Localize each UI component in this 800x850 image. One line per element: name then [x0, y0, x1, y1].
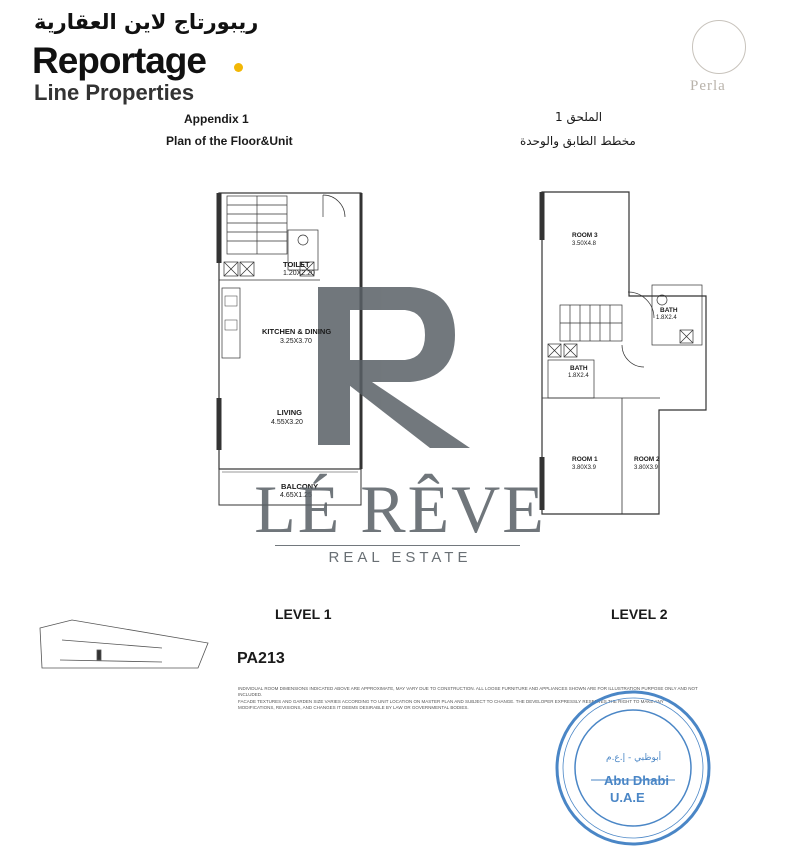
room-dims-bath-upper: 1.8X2.4: [656, 315, 677, 321]
room-dims-room2: 3.80X3.9: [634, 465, 659, 471]
watermark-r-monogram-icon: [318, 287, 470, 448]
toilet-fixture-icon: [656, 294, 668, 306]
logo-dot-icon: [234, 63, 243, 72]
appendix-title-ar: الملحق 1: [555, 110, 603, 124]
room-label-balcony: BALCONY: [281, 482, 319, 491]
stamp-arabic-city: أبوظبي - إ.ع.م: [606, 753, 662, 763]
appendix-title-en: Appendix 1: [184, 112, 249, 126]
room-label-bath-lower: BATH: [570, 365, 588, 372]
kitchen-counter: [221, 287, 241, 359]
level2-stairs: [559, 304, 623, 342]
room-dims-bath-lower: 1.8X2.4: [568, 373, 589, 379]
room-dims-balcony: 4.65X1.25: [280, 492, 312, 499]
room-label-room2: ROOM 2: [634, 456, 660, 463]
toilet-room: [287, 229, 319, 271]
watermark-subtitle: REAL ESTATE: [328, 549, 472, 566]
plan-title-ar: مخطط الطابق والوحدة: [520, 134, 636, 148]
room-label-bath-upper: BATH: [660, 307, 678, 314]
stamp-country: U.A.E: [610, 790, 645, 805]
door-swing-icon: [627, 291, 655, 319]
stamp-city: Abu Dhabi: [604, 773, 669, 788]
balcony-outline: [218, 468, 362, 506]
perla-logo-text: Perla: [690, 78, 726, 94]
level2-label: LEVEL 2: [611, 606, 668, 622]
watermark-divider: [275, 545, 520, 546]
door-swing-icon: [322, 194, 346, 218]
room-label-living: LIVING: [277, 408, 303, 417]
disclaimer-note-1: INDIVIDUAL ROOM DIMENSIONS INDICATED ABO…: [238, 686, 698, 697]
room-label-toilet: TOILET: [283, 260, 310, 269]
bath-room: [547, 359, 595, 399]
disclaimer-note-2: FACADE TEXTURES AND GARDEN SIZE VARIES A…: [238, 699, 664, 710]
door-swing-icon: [621, 344, 645, 368]
level1-stairs: [226, 195, 288, 255]
reportage-logo-name: Reportage: [32, 40, 207, 81]
room-dims-room1: 3.80X3.9: [572, 465, 597, 471]
room-label-room1: ROOM 1: [572, 456, 598, 463]
level2-plan: [539, 191, 707, 515]
bath-room: [651, 284, 703, 346]
reportage-logo-subtitle: Line Properties: [34, 80, 195, 105]
key-plan: [39, 619, 209, 669]
room-dims-living: 4.55X3.20: [271, 419, 303, 426]
room-dims-toilet: 1.20X2.20: [283, 270, 315, 277]
watermark-name: LÉ RÊVE: [254, 471, 546, 547]
level2-outline: [541, 191, 707, 515]
room-dims-kitchen: 3.25X3.70: [280, 338, 312, 345]
level1-label: LEVEL 1: [275, 606, 332, 622]
level1-service-boxes: [223, 261, 315, 277]
toilet-fixture-icon: [297, 234, 309, 246]
room-dims-room3: 3.50X4.8: [572, 241, 597, 247]
company-stamp-icon: [555, 690, 711, 846]
level1-plan: [216, 192, 363, 506]
room-label-kitchen: KITCHEN & DINING: [262, 327, 332, 336]
reportage-logo-arabic: ريبورتاج لاين العقارية: [34, 10, 259, 34]
room-label-room3: ROOM 3: [572, 232, 598, 239]
level2-service-boxes: [547, 329, 694, 358]
plan-title-en: Plan of the Floor&Unit: [166, 134, 293, 148]
perla-logo-icon: [692, 20, 746, 74]
unit-code: PA213: [237, 650, 285, 667]
